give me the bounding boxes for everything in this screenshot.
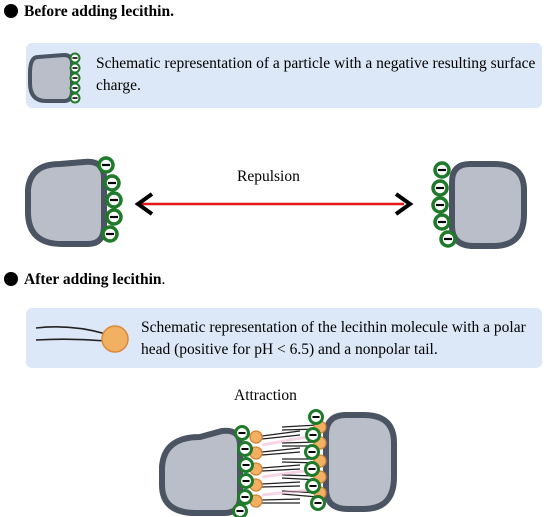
left-particle-coated <box>159 427 243 516</box>
right-particle-coated <box>323 412 397 512</box>
left-particle <box>25 158 107 247</box>
heading-after-suffix: . <box>161 271 166 288</box>
particle-legend-box: Schematic representation of a particle w… <box>26 43 542 108</box>
repulsion-arrow <box>134 192 414 216</box>
heading-before-lecithin: Before adding lecithin. <box>4 3 174 21</box>
attraction-label: Attraction <box>234 387 297 404</box>
repulsion-diagram <box>25 156 527 249</box>
bullet-icon <box>4 272 18 286</box>
small-particle-icon <box>28 52 81 104</box>
particle-description: Schematic representation of a particle w… <box>96 55 536 94</box>
left-coated-charges <box>232 425 254 517</box>
heading-after-text: After adding lecithin <box>24 271 162 288</box>
small-negative-charges <box>69 52 81 104</box>
lecithin-description: Schematic representation of the lecithin… <box>141 319 526 358</box>
right-negative-charges <box>431 161 457 248</box>
left-negative-charges <box>97 156 123 243</box>
heading-after-lecithin: After adding lecithin. <box>4 271 165 289</box>
attraction-diagram <box>159 409 397 517</box>
bullet-icon <box>4 4 18 18</box>
heading-before-text: Before adding lecithin. <box>24 3 174 20</box>
right-coated-charges <box>304 409 326 511</box>
repulsion-label: Repulsion <box>237 168 300 185</box>
right-particle <box>449 161 527 249</box>
lecithin-legend-box: Schematic representation of the lecithin… <box>26 308 542 368</box>
lecithin-molecule-icon <box>35 325 129 353</box>
